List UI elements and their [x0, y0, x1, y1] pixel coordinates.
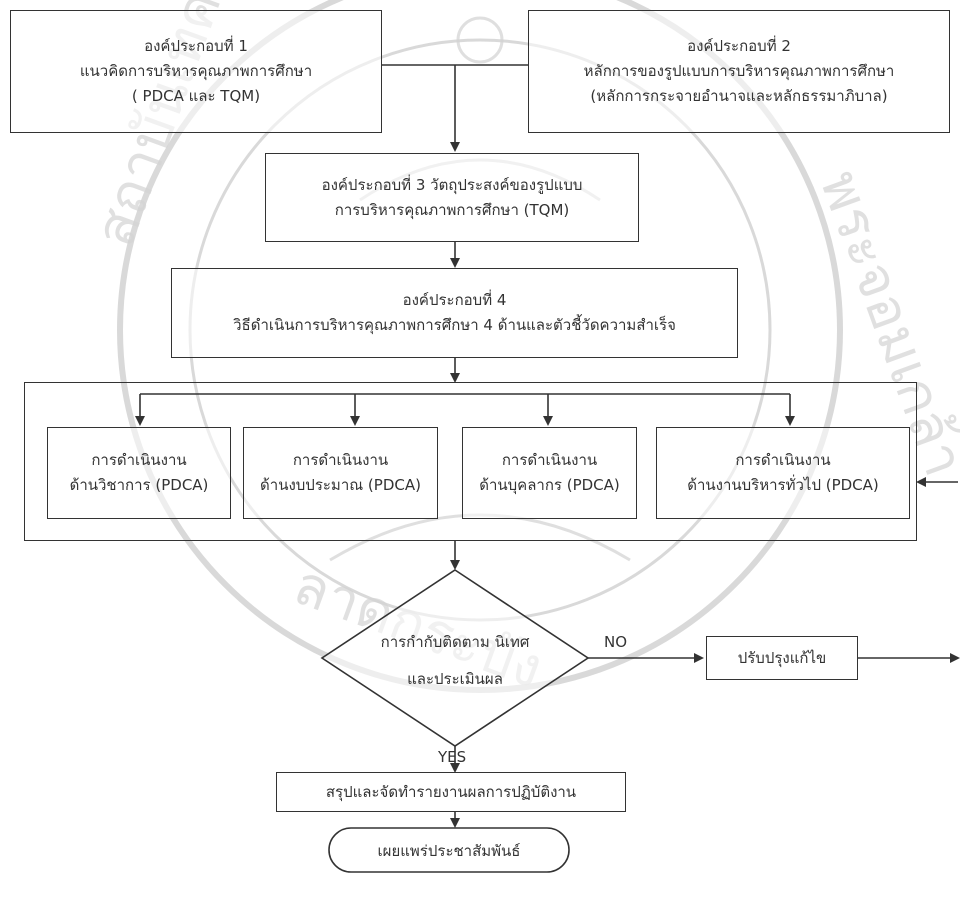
terminal-shape — [328, 827, 570, 873]
component-2-detail: (หลักการกระจายอำนาจและหลักธรรมาภิบาล) — [590, 86, 888, 105]
decision-line-2: และประเมินผล — [407, 670, 503, 688]
terminal-label: เผยแพร่ประชาสัมพันธ์ — [377, 842, 521, 860]
component-4-title: องค์ประกอบที่ 4 — [402, 291, 507, 310]
operation-academic-title: การดำเนินงาน — [91, 451, 187, 470]
operation-personnel-label: ด้านบุคลากร (PDCA) — [479, 476, 620, 494]
no-label: NO — [604, 633, 628, 651]
component-3-subtitle: การบริหารคุณภาพการศึกษา (TQM) — [334, 200, 570, 219]
component-2-box: องค์ประกอบที่ 2 หลักการของรูปแบบการบริหา… — [528, 10, 950, 133]
component-4-box: องค์ประกอบที่ 4 วิธีดำเนินการบริหารคุณภา… — [171, 268, 738, 358]
operation-personnel-box: การดำเนินงาน ด้านบุคลากร (PDCA) — [462, 427, 637, 519]
component-3-title: องค์ประกอบที่ 3 วัตถุประสงค์ของรูปแบบ — [321, 175, 583, 194]
operation-academic-box: การดำเนินงาน ด้านวิชาการ (PDCA) — [47, 427, 231, 519]
component-1-box: องค์ประกอบที่ 1 แนวคิดการบริหารคุณภาพการ… — [10, 10, 382, 133]
component-4-subtitle: วิธีดำเนินการบริหารคุณภาพการศึกษา 4 ด้าน… — [233, 316, 676, 334]
operation-personnel-title: การดำเนินงาน — [501, 451, 598, 470]
decision-line-1: การกำกับติดตาม นิเทศ — [380, 633, 530, 651]
operation-general-admin-title: การดำเนินงาน — [735, 451, 831, 470]
decision-diamond — [320, 569, 590, 747]
component-2-subtitle: หลักการของรูปแบบการบริหารคุณภาพการศึกษา — [583, 62, 895, 81]
operations-frame — [24, 382, 917, 541]
fix-label: ปรับปรุงแก้ไข — [737, 648, 827, 667]
component-1-detail: ( PDCA และ TQM) — [131, 86, 261, 105]
operation-budget-title: การดำเนินงาน — [292, 451, 389, 470]
operation-budget-label: ด้านงบประมาณ (PDCA) — [260, 476, 421, 494]
operation-general-admin-box: การดำเนินงาน ด้านงานบริหารทั่วไป (PDCA) — [656, 427, 910, 519]
component-1-title: องค์ประกอบที่ 1 — [144, 37, 248, 56]
component-2-title: องค์ประกอบที่ 2 — [687, 37, 791, 56]
operation-budget-box: การดำเนินงาน ด้านงบประมาณ (PDCA) — [243, 427, 438, 519]
fix-box: ปรับปรุงแก้ไข — [706, 636, 858, 680]
operation-academic-label: ด้านวิชาการ (PDCA) — [69, 476, 209, 494]
summary-box: สรุปและจัดทำรายงานผลการปฏิบัติงาน — [276, 772, 626, 812]
summary-label: สรุปและจัดทำรายงานผลการปฏิบัติงาน — [325, 782, 577, 801]
yes-label: YES — [438, 748, 467, 766]
operation-general-admin-label: ด้านงานบริหารทั่วไป (PDCA) — [687, 476, 879, 494]
component-1-subtitle: แนวคิดการบริหารคุณภาพการศึกษา — [79, 62, 313, 81]
component-3-box: องค์ประกอบที่ 3 วัตถุประสงค์ของรูปแบบ กา… — [265, 153, 639, 242]
